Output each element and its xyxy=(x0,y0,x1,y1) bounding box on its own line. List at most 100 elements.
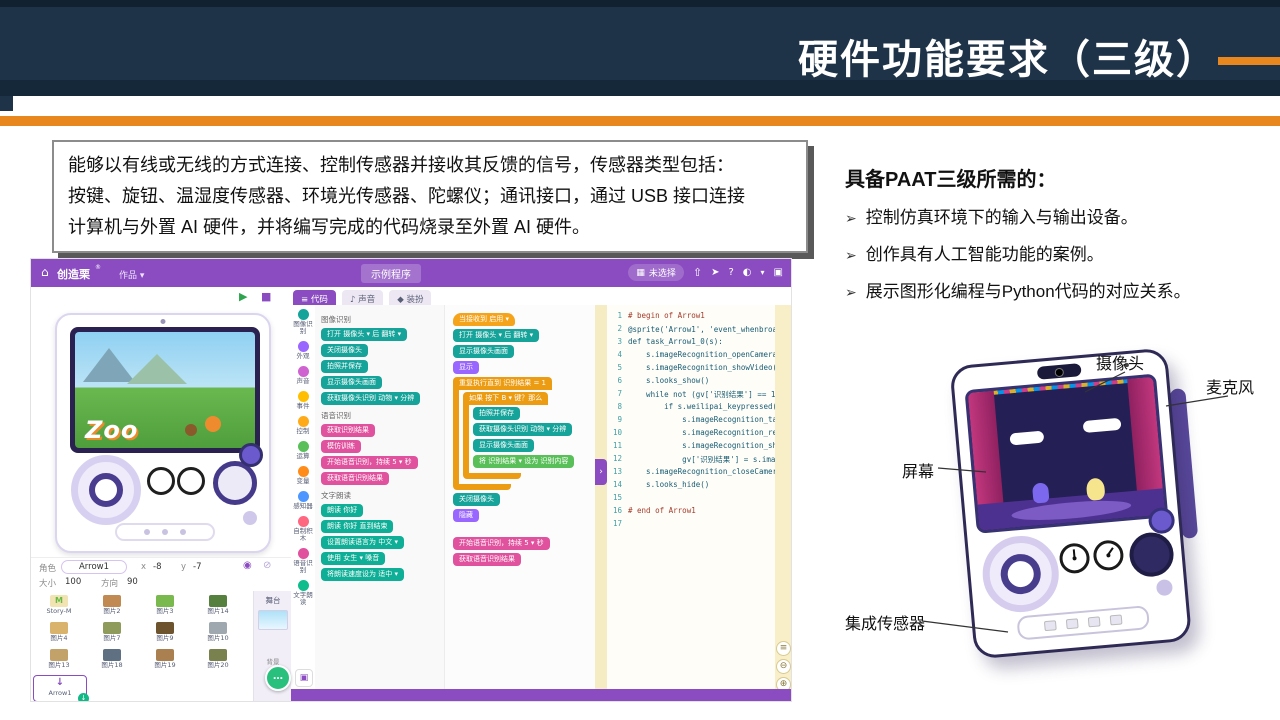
category-item[interactable]: 文字朗读 xyxy=(291,580,315,606)
palette-block[interactable]: 获取摄像头识别 动物 ▾ 分辨 xyxy=(321,392,421,405)
palette-block[interactable]: 使用 女生 ▾ 嗓音 xyxy=(321,552,386,565)
preview-screen: Zoo xyxy=(70,327,260,453)
clock-button xyxy=(1092,539,1125,572)
costume-item[interactable]: 图片20 xyxy=(192,648,244,673)
code-line xyxy=(607,493,775,506)
backdrop-thumbnail[interactable] xyxy=(258,610,288,630)
zoo-game-art: Zoo xyxy=(75,332,255,448)
palette-block[interactable]: 开始语音识别，持续 5 ▾ 秒 xyxy=(321,456,418,469)
category-item[interactable]: 事件 xyxy=(291,391,315,410)
run-button[interactable]: ▶ xyxy=(239,290,248,303)
script-block[interactable]: 隐藏 xyxy=(453,509,479,522)
palette-block[interactable]: 拍照并保存 xyxy=(321,360,368,373)
home-icon[interactable]: ⌂ xyxy=(41,265,49,279)
collapse-toggle-icon[interactable]: › xyxy=(595,459,607,485)
title-accent-dash xyxy=(1218,57,1280,65)
script-loop-block[interactable]: 重复执行直到 识别结果 = 1 如果 按下 B ▾ 键？那么 拍照并保存 获取摄… xyxy=(453,377,595,490)
stop-button[interactable]: ■ xyxy=(261,290,272,303)
project-name[interactable]: 示例程序 xyxy=(361,264,421,283)
palette-block[interactable]: 显示摄像头画面 xyxy=(321,376,382,389)
sensor-bar xyxy=(1016,605,1151,641)
camera-icon[interactable]: ▣ xyxy=(773,267,783,278)
script-if-block[interactable]: 如果 按下 B ▾ 键？那么 拍照并保存 获取摄像头识别 动物 ▾ 分辨 显示摄… xyxy=(463,392,595,479)
tab-costumes[interactable]: ◆ 装扮 xyxy=(389,290,432,307)
costume-item-selected[interactable]: ↓ Arrow1 ↓ xyxy=(33,675,89,701)
costume-item[interactable]: 图片9 xyxy=(139,621,191,646)
script-block-detached[interactable]: 获取语音识别结果 xyxy=(453,553,521,566)
palette-block[interactable]: 朗读 你好 xyxy=(321,504,364,517)
costume-item[interactable]: 图片2 xyxy=(86,594,138,619)
palette-block[interactable]: 将朗读速度设为 适中 ▾ xyxy=(321,568,404,581)
script-hat-block[interactable]: 当接收到 启用 ▾ xyxy=(453,313,515,326)
script-block[interactable]: 关闭摄像头 xyxy=(453,493,500,506)
textbox-line: 计算机与外置 AI 硬件，并将编写完成的代码烧录至外置 AI 硬件。 xyxy=(68,217,591,237)
code-line: if s.weilipai_keypressed('B'): xyxy=(664,402,775,411)
zoom-out-icon[interactable]: ⊖ xyxy=(776,659,791,674)
script-workspace: 当接收到 启用 ▾ 打开 摄像头 ▾ 后 翻转 ▾ 显示摄像头画面 显示 重复执… xyxy=(445,305,595,689)
category-item[interactable]: 外观 xyxy=(291,341,315,360)
sprite-size-input[interactable]: 100 xyxy=(65,577,82,587)
device-body xyxy=(949,347,1193,660)
costume-item[interactable]: 图片19 xyxy=(139,648,191,673)
extension-mini-icon[interactable]: ▣ xyxy=(295,669,313,687)
round-button-large xyxy=(1127,530,1176,579)
category-item[interactable]: 声音 xyxy=(291,366,315,385)
camera-lens xyxy=(1054,367,1065,378)
language-icon[interactable]: ◐ xyxy=(742,267,752,278)
costume-item[interactable]: 图片14 xyxy=(192,594,244,619)
category-item[interactable]: 运算 xyxy=(291,441,315,460)
script-block-detached[interactable]: 开始语音识别，持续 5 ▾ 秒 xyxy=(453,537,550,550)
category-item[interactable]: 控制 xyxy=(291,416,315,435)
costume-item[interactable]: 图片7 xyxy=(86,621,138,646)
code-line: s.looks_show() xyxy=(628,376,710,385)
costume-item[interactable]: 图片10 xyxy=(192,621,244,646)
center-view-icon[interactable]: ≡ xyxy=(776,641,791,656)
hide-sprite-icon[interactable]: ⊘ xyxy=(263,560,272,571)
category-item[interactable]: 感知器 xyxy=(291,491,315,510)
sprite-x-input[interactable]: -8 xyxy=(153,562,162,572)
sprite-direction-input[interactable]: 90 xyxy=(127,577,138,587)
paat-bullet-list: ➢控制仿真环境下的输入与输出设备。 ➢创作具有人工智能功能的案例。 ➢展示图形化… xyxy=(845,203,1191,314)
palette-section-header: 文字朗读 xyxy=(321,491,351,500)
menu-work[interactable]: 作品 ▾ xyxy=(119,271,145,281)
costume-item[interactable]: 图片13 xyxy=(33,648,85,673)
language-caret-icon[interactable]: ▾ xyxy=(760,268,765,277)
tab-sounds[interactable]: ♪ 声音 xyxy=(341,290,384,307)
costume-item[interactable]: 图片3 xyxy=(139,594,191,619)
sprite-name-input[interactable]: Arrow1 xyxy=(61,560,127,574)
help-icon[interactable]: ? xyxy=(728,267,734,278)
category-item[interactable]: 自制积木 xyxy=(291,516,315,542)
device-select-button[interactable]: ▦ 未选择 xyxy=(628,264,684,281)
palette-block[interactable]: 关闭摄像头 xyxy=(321,344,368,357)
script-block[interactable]: 获取摄像头识别 动物 ▾ 分辨 xyxy=(473,423,573,436)
code-scroll-strip[interactable] xyxy=(775,305,791,689)
costume-item[interactable]: 图片4 xyxy=(33,621,85,646)
share-icon[interactable]: ➤ xyxy=(711,267,720,278)
palette-block[interactable]: 设置朗读语言为 中文 ▾ xyxy=(321,536,404,549)
palette-block[interactable]: 获取语音识别结果 xyxy=(321,472,389,485)
tab-code[interactable]: ≡ 代码 xyxy=(293,290,336,307)
chat-fab-icon[interactable]: … xyxy=(265,665,291,691)
script-block[interactable]: 拍照并保存 xyxy=(473,407,520,420)
script-block[interactable]: 显示摄像头画面 xyxy=(453,345,514,358)
costume-item[interactable]: 图片18 xyxy=(86,648,138,673)
sprite-y-input[interactable]: -7 xyxy=(193,562,202,572)
control-dial xyxy=(979,532,1062,616)
palette-block[interactable]: 打开 摄像头 ▾ 后 翻转 ▾ xyxy=(321,328,408,341)
import-badge-icon[interactable]: ↓ xyxy=(78,693,89,701)
script-block[interactable]: 打开 摄像头 ▾ 后 翻转 ▾ xyxy=(453,329,540,342)
script-block[interactable]: 将 识别结果 ▾ 设为 识别内容 xyxy=(473,455,575,468)
palette-block[interactable]: 模仿训练 xyxy=(321,440,361,453)
script-block[interactable]: 显示 xyxy=(453,361,479,374)
category-item[interactable]: 语音识别 xyxy=(291,548,315,574)
show-sprite-icon[interactable]: ◉ xyxy=(243,560,252,571)
palette-block[interactable]: 朗读 你好 直到结束 xyxy=(321,520,394,533)
palette-block[interactable]: 获取识别结果 xyxy=(321,424,375,437)
category-item[interactable]: 图像识别 xyxy=(291,309,315,335)
code-line: def task_Arrow1_0(s): xyxy=(628,337,723,346)
category-item[interactable]: 变量 xyxy=(291,466,315,485)
role-label: 角色 xyxy=(39,564,57,574)
upload-icon[interactable]: ⇧ xyxy=(692,266,703,279)
script-block[interactable]: 显示摄像头画面 xyxy=(473,439,534,452)
